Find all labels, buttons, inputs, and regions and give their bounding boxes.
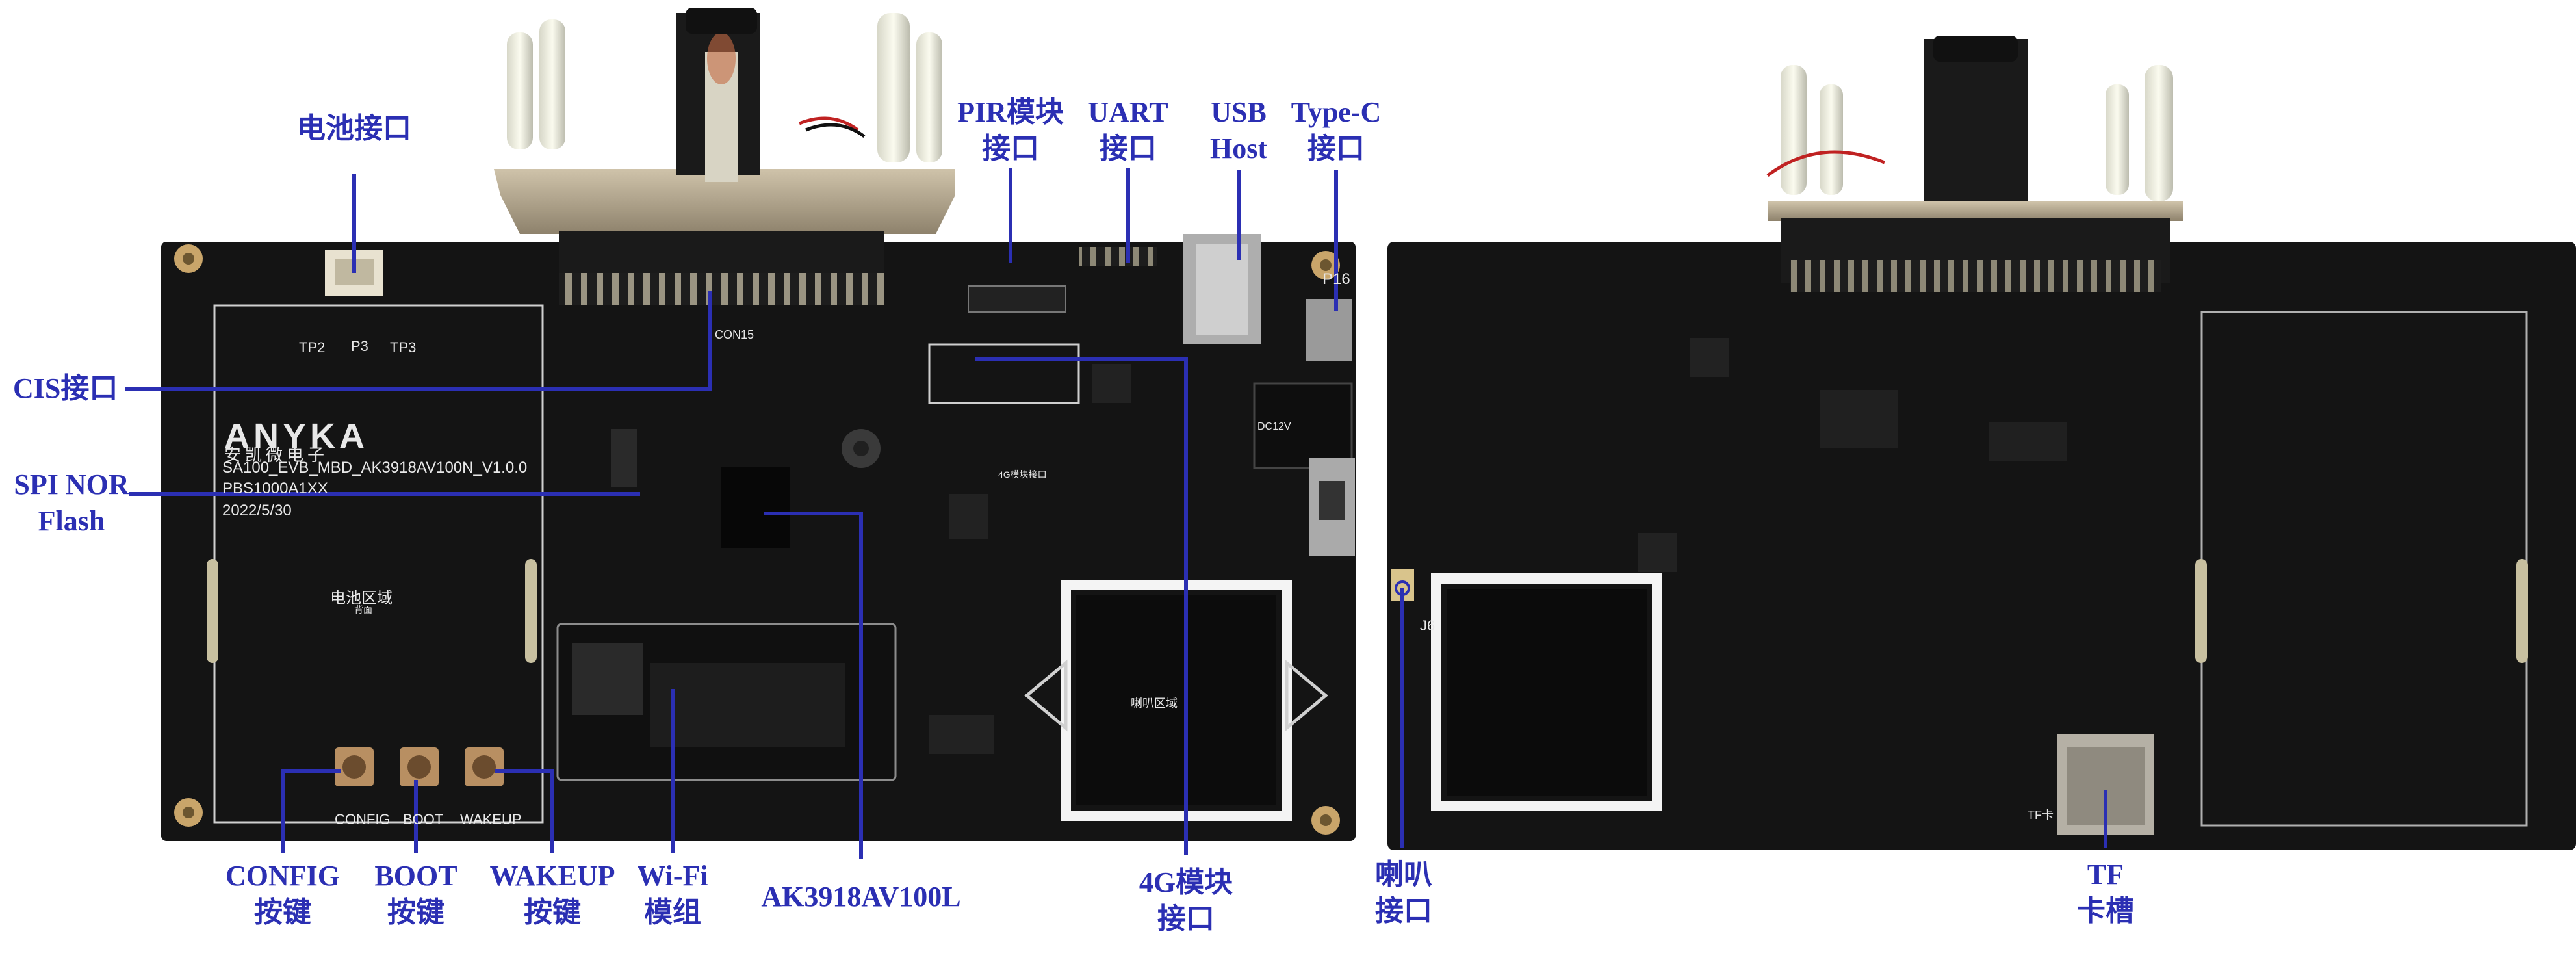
silk-battery-area: 电池区域 <box>330 590 393 607</box>
silk-j6: J6 <box>1420 617 1436 634</box>
pointer-lines <box>125 168 2107 859</box>
silk-model: SA100_EVB_MBD_AK3918AV100N_V1.0.0 <box>222 459 528 476</box>
silk-p16: P16 <box>1322 270 1350 288</box>
silk-dc: DC12V <box>1257 421 1291 432</box>
silk-con15: CON15 <box>715 328 754 341</box>
label-cis: CIS接口 <box>13 372 118 404</box>
silk-lte-board: 4G模块接口 <box>998 469 1047 480</box>
silk-config: CONFIG <box>335 811 391 827</box>
left-board <box>161 8 1356 841</box>
label-pir: PIR模块接口 <box>957 96 1064 164</box>
silk-speaker-area: 喇叭区域 <box>1131 697 1178 710</box>
silk-brand-cn: 安凯微电子 <box>224 445 329 465</box>
silk-tp2: TP2 <box>299 339 326 356</box>
silk-brand: ANYKA <box>224 417 369 456</box>
line-cis <box>125 291 712 391</box>
silk-tp3: TP3 <box>390 339 417 356</box>
silk-wakeup: WAKEUP <box>460 811 522 827</box>
silk-date: 2022/5/30 <box>222 502 292 519</box>
line-wakeup <box>495 769 554 853</box>
line-4g <box>975 357 1188 855</box>
silk-tf: TF卡 <box>2028 809 2054 822</box>
silk-pbs: PBS1000A1XX <box>222 480 328 497</box>
silk-boot: BOOT <box>403 811 444 827</box>
silk-battery-back: 背面 <box>354 604 372 615</box>
label-speaker: 喇叭接口 <box>1375 859 1432 927</box>
right-board <box>1387 36 2576 850</box>
line-config <box>281 769 341 853</box>
label-soc: AK3918AV100L <box>761 881 961 913</box>
label-4g: 4G模块接口 <box>1139 866 1233 935</box>
silk-p3: P3 <box>351 338 368 354</box>
line-soc <box>764 512 863 859</box>
label-battery: 电池接口 <box>297 112 411 144</box>
